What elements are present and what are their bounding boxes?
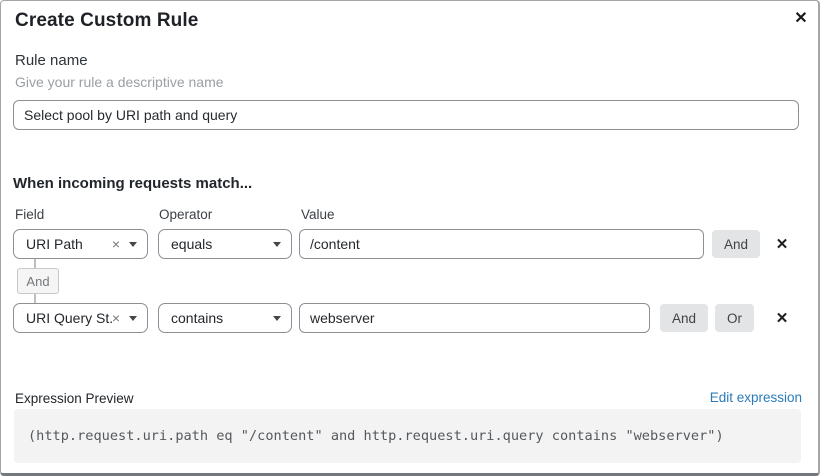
rule-name-helper: Give your rule a descriptive name [15,74,224,90]
field-select-row2-value: URI Query St... [26,310,112,326]
field-select-row1[interactable]: URI Path × [13,229,148,259]
column-label-field: Field [15,207,45,222]
operator-select-row2[interactable]: contains [158,303,292,333]
connector-and-toggle[interactable]: And [17,268,59,294]
operator-select-row1[interactable]: equals [158,229,292,259]
match-heading: When incoming requests match... [13,175,253,192]
operator-select-row1-value: equals [171,236,213,252]
chevron-down-icon [129,241,137,247]
chevron-down-icon [273,315,281,321]
column-label-operator: Operator [159,207,213,222]
delete-row1-icon[interactable]: ✕ [769,229,795,259]
column-label-value: Value [301,207,335,222]
value-input-row2[interactable] [299,303,650,333]
clear-icon[interactable]: × [111,236,120,252]
and-button-row1[interactable]: And [712,230,761,258]
expression-preview-box: (http.request.uri.path eq "/content" and… [14,409,801,463]
close-icon[interactable]: ✕ [789,7,813,31]
or-button-row2[interactable]: Or [715,304,754,332]
delete-row2-icon[interactable]: ✕ [769,303,795,333]
expression-preview-label: Expression Preview [15,391,134,406]
and-button-row2[interactable]: And [660,304,709,332]
value-input-row1[interactable] [299,229,704,259]
clear-icon[interactable]: × [111,310,120,326]
field-select-row2[interactable]: URI Query St... × [13,303,148,333]
connector-line-top [34,259,36,268]
field-select-row1-value: URI Path [26,236,83,252]
chevron-down-icon [273,241,281,247]
dialog-title: Create Custom Rule [15,10,199,31]
rule-name-label: Rule name [15,52,88,69]
edit-expression-link[interactable]: Edit expression [709,390,802,405]
connector-line-bottom [34,294,36,303]
chevron-down-icon [129,315,137,321]
rule-name-input[interactable] [13,100,799,130]
expression-code: (http.request.uri.path eq "/content" and… [28,428,724,444]
operator-select-row2-value: contains [171,310,224,326]
